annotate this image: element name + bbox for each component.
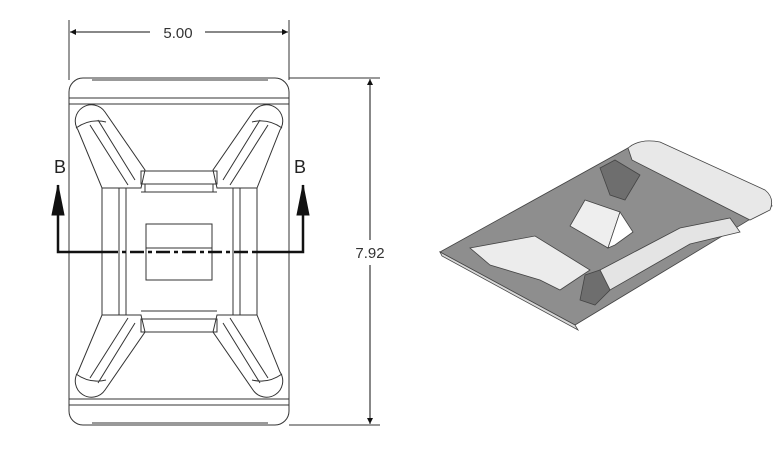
section-label-left: B [54,157,66,177]
arrow-up-icon [51,184,65,216]
arm [469,235,591,291]
height-dimension-label: 7.92 [355,245,384,262]
isometric-view [439,140,773,332]
width-dimension-label: 5.00 [163,25,192,42]
section-line-b-b [51,184,310,254]
end-lip [627,140,773,221]
section-label-right: B [294,157,306,177]
arm [579,269,611,306]
top-view [51,20,380,426]
arms [74,104,284,398]
arm [599,159,641,201]
arrow-up-icon [296,184,310,216]
